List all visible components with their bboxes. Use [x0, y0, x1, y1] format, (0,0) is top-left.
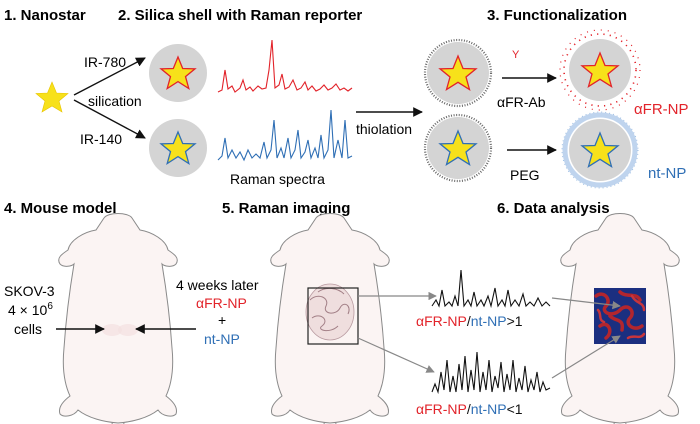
label-afr-np: αFR-NP	[634, 101, 689, 118]
imaging-region	[307, 287, 359, 345]
panel-title-silica-shell: 2. Silica shell with Raman reporter	[118, 7, 362, 24]
panel-title-functionalization: 3. Functionalization	[487, 7, 627, 24]
label-cell-line: SKOV-3	[4, 283, 55, 299]
arrow-low-to-heatmap	[551, 335, 621, 379]
mouse-heatmap	[560, 213, 680, 424]
nt-nanoparticle	[561, 111, 639, 189]
mouse-icon	[58, 213, 178, 424]
label-inject-afr-np: αFR-NP	[196, 295, 247, 311]
panel-title-nanostar: 1. Nanostar	[4, 7, 86, 24]
label-plus: +	[218, 312, 226, 328]
label-cells: cells	[14, 321, 42, 337]
raman-spectrum-ir140	[217, 109, 353, 162]
arrow-to-spectrum-low	[357, 337, 435, 373]
raman-spectrum-ir780	[217, 39, 353, 93]
label-thiolation: thiolation	[356, 121, 412, 137]
label-nt-np: nt-NP	[648, 165, 686, 182]
label-silication: silication	[88, 93, 142, 109]
nanoparticle-ir780	[149, 44, 207, 102]
afr-nanoparticle	[559, 29, 641, 111]
ratio-low: αFR-NP/nt-NP<1	[416, 401, 523, 417]
nanostar-icon	[35, 81, 69, 113]
mouse-open-abdomen	[270, 213, 390, 424]
spectrum-low-ratio	[431, 351, 551, 395]
arrow-to-ir780-shell	[73, 57, 146, 96]
label-ir780: IR-780	[84, 54, 126, 70]
label-inject-nt-np: nt-NP	[204, 331, 240, 347]
label-raman-spectra: Raman spectra	[230, 171, 325, 187]
cell-count-base: 4 × 10	[8, 302, 48, 318]
label-ir140: IR-140	[80, 131, 122, 147]
label-afr-ab: αFR-Ab	[497, 94, 546, 110]
panel-title-mouse-model: 4. Mouse model	[4, 200, 117, 217]
label-cell-count: 4 × 106	[8, 301, 53, 318]
label-four-weeks: 4 weeks later	[176, 277, 259, 293]
label-peg: PEG	[510, 167, 540, 183]
panel-title-data-analysis: 6. Data analysis	[497, 200, 610, 217]
antibody-icon: Y	[512, 49, 520, 61]
arrow-high-to-heatmap	[551, 297, 621, 310]
cell-count-exponent: 6	[47, 301, 53, 312]
arrow-to-ir140-shell	[73, 99, 146, 139]
ratio-high: αFR-NP/nt-NP>1	[416, 313, 523, 329]
thiolated-np-ir780	[423, 38, 493, 108]
thiolated-np-ir140	[423, 113, 493, 183]
spectrum-high-ratio	[431, 269, 551, 309]
panel-title-raman-imaging: 5. Raman imaging	[222, 200, 350, 217]
nanoparticle-ir140	[149, 119, 207, 177]
